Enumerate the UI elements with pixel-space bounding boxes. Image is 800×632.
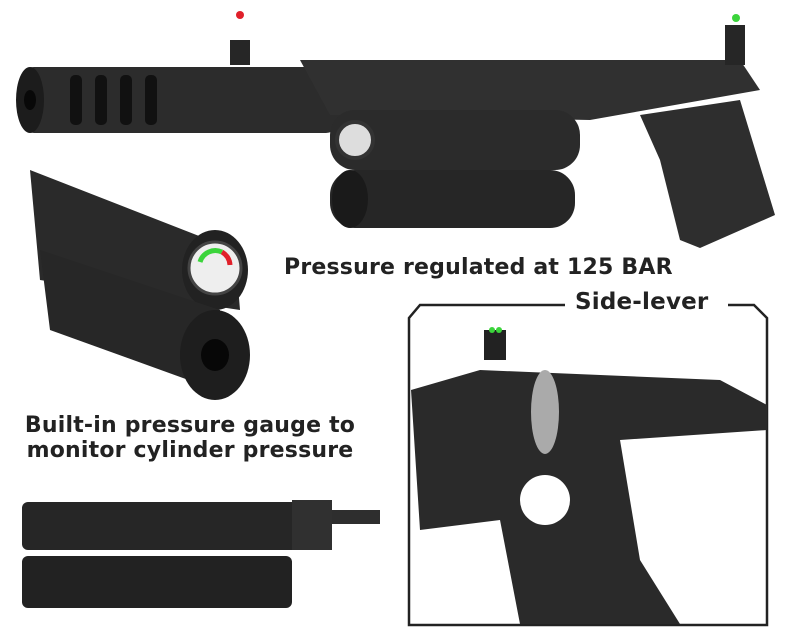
side-lever-caption: Side-lever	[575, 289, 709, 315]
pressure-regulated-caption: Pressure regulated at 125 BAR	[284, 255, 673, 280]
pressure-gauge-caption: Built-in pressure gauge to monitor cylin…	[24, 413, 356, 463]
side-lever-frame	[407, 303, 769, 627]
air-pistol-photo	[16, 11, 775, 248]
cylinder-side-photo	[22, 500, 380, 608]
cylinder-gauge-photo	[30, 170, 250, 400]
